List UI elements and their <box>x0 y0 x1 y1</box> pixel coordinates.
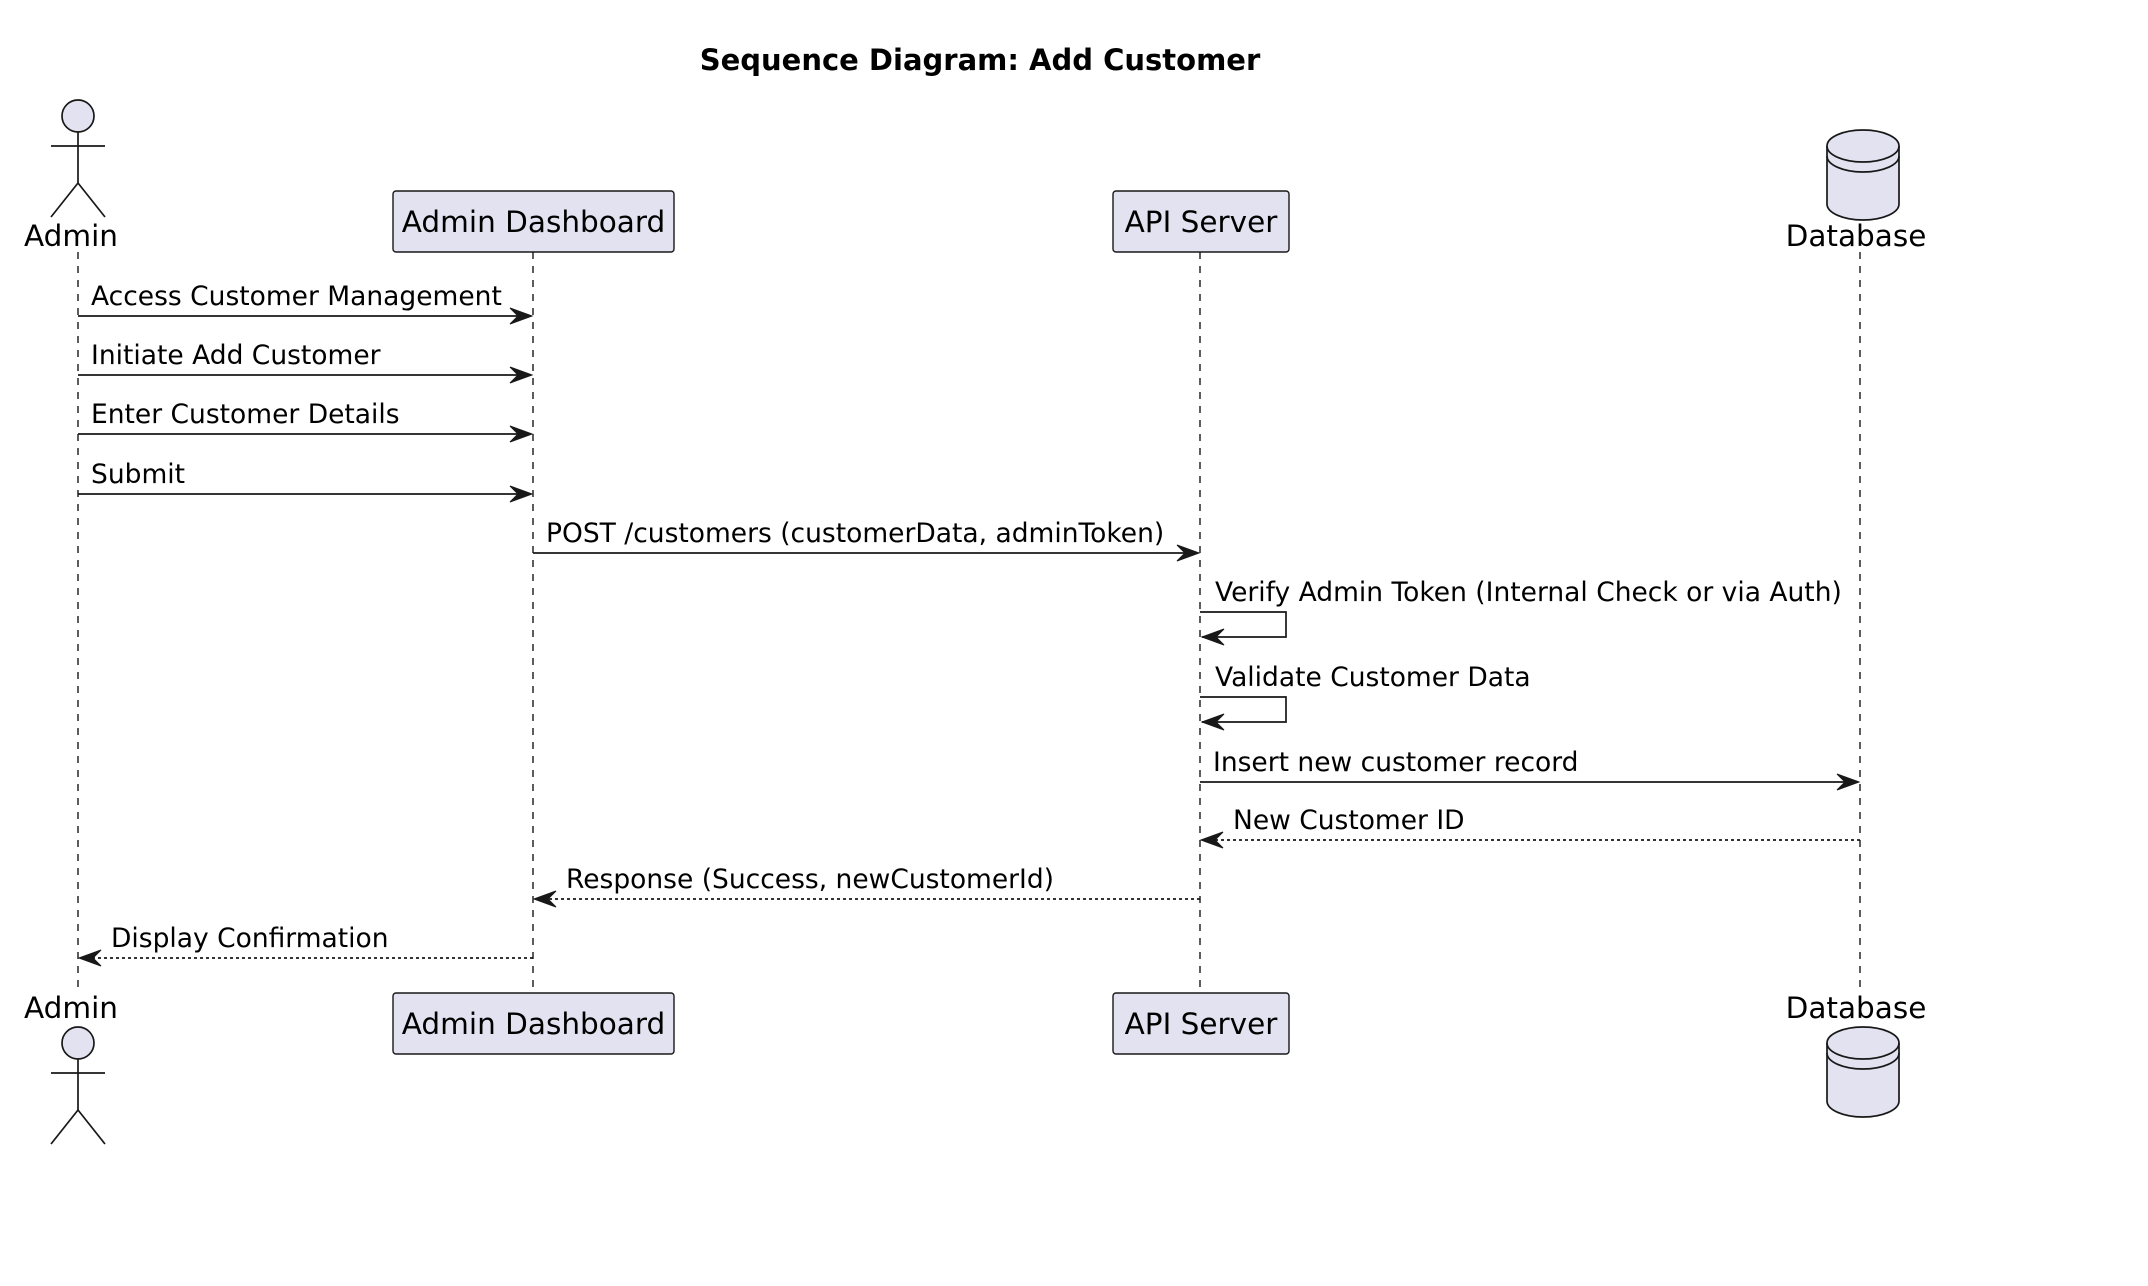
actor-icon-bottom <box>50 1026 106 1145</box>
database-icon-bottom <box>1826 1026 1900 1118</box>
database-icon-top <box>1826 129 1900 221</box>
message-line-6 <box>1200 696 1287 723</box>
message-label-2: Enter Customer Details <box>91 399 400 430</box>
participant-box-dashboard-top: Admin Dashboard <box>392 190 675 253</box>
message-label-4: POST /customers (customerData, adminToke… <box>546 518 1164 549</box>
diagram-title: Sequence Diagram: Add Customer <box>700 43 1261 77</box>
message-arrowhead-3 <box>509 485 534 503</box>
message-label-7: Insert new customer record <box>1213 747 1579 778</box>
message-label-9: Response (Success, newCustomerId) <box>566 864 1054 895</box>
participant-label-dashboard-bottom: Admin Dashboard <box>402 1007 665 1041</box>
participant-label-admin-top: Admin <box>24 219 118 253</box>
message-arrowhead-4 <box>1176 544 1201 562</box>
participant-box-dashboard-bottom: Admin Dashboard <box>392 992 675 1055</box>
message-label-3: Submit <box>91 459 185 490</box>
message-label-6: Validate Customer Data <box>1215 662 1531 693</box>
message-label-1: Initiate Add Customer <box>91 340 381 371</box>
participant-box-api-top: API Server <box>1112 190 1290 253</box>
message-arrowhead-8 <box>1199 831 1224 849</box>
message-arrowhead-5 <box>1200 628 1225 646</box>
message-label-0: Access Customer Management <box>91 281 502 312</box>
message-arrowhead-0 <box>509 307 534 325</box>
message-label-8: New Customer ID <box>1233 805 1465 836</box>
message-arrowhead-1 <box>509 366 534 384</box>
message-label-5: Verify Admin Token (Internal Check or vi… <box>1215 577 1842 608</box>
message-arrowhead-6 <box>1200 713 1225 731</box>
participant-label-api-top: API Server <box>1125 205 1279 239</box>
participant-label-db-bottom: Database <box>1786 991 1927 1025</box>
message-line-5 <box>1200 611 1287 638</box>
actor-icon-top <box>50 99 106 218</box>
participant-label-db-top: Database <box>1786 219 1927 253</box>
message-arrowhead-10 <box>77 949 102 967</box>
participant-box-api-bottom: API Server <box>1112 992 1290 1055</box>
message-label-10: Display Confirmation <box>111 923 389 954</box>
message-arrowhead-9 <box>532 890 557 908</box>
participant-label-api-bottom: API Server <box>1125 1007 1279 1041</box>
message-arrowhead-7 <box>1836 773 1861 791</box>
participant-label-dashboard-top: Admin Dashboard <box>402 205 665 239</box>
message-arrowhead-2 <box>509 425 534 443</box>
participant-label-admin-bottom: Admin <box>24 991 118 1025</box>
